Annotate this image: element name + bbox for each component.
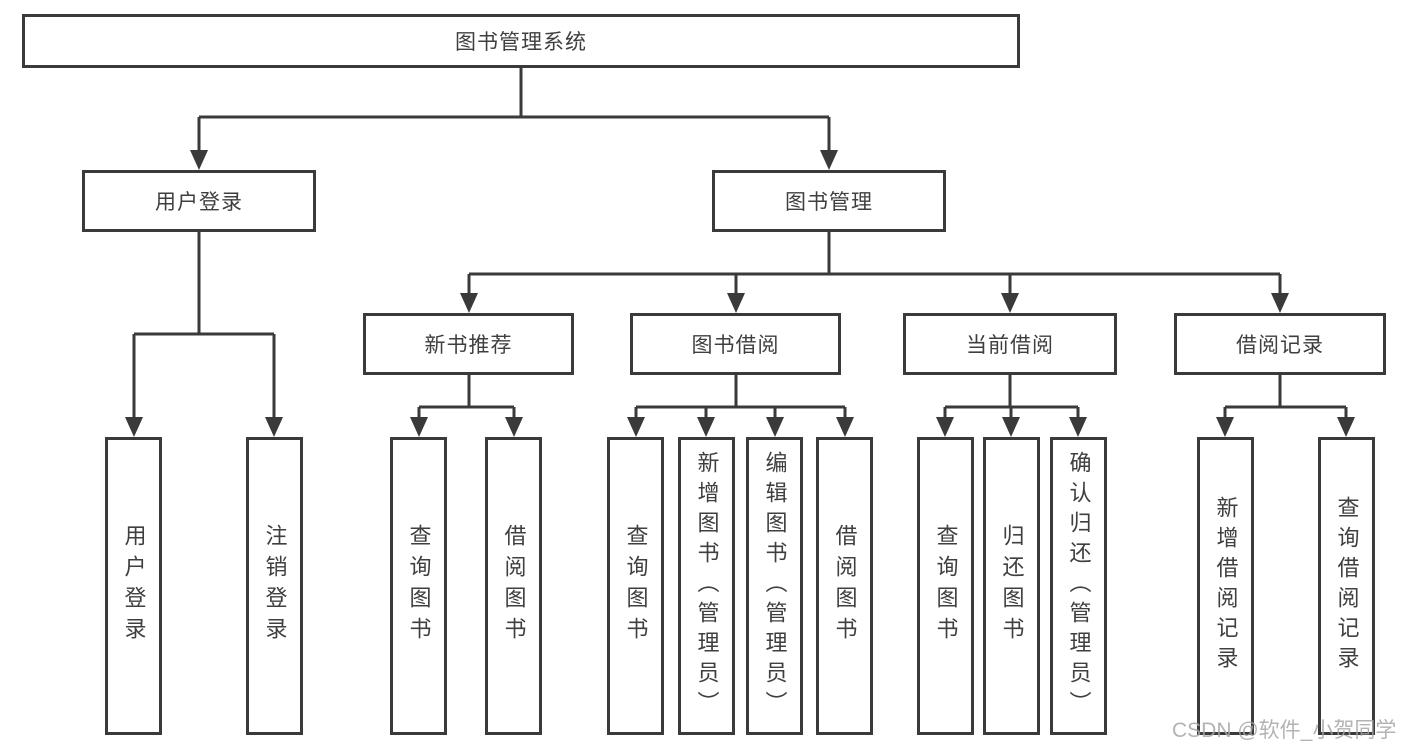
leaf-label: 归还图书 [999, 524, 1025, 648]
node-label: 新书推荐 [424, 334, 513, 357]
leaf-label: 确认归还（管理员） [1066, 451, 1092, 721]
leaf-label: 用户登录 [121, 524, 147, 648]
connector-bookborrow-group [634, 375, 847, 420]
leaf-return-books: 归还图书 [983, 437, 1040, 735]
leaf-add-book-admin: 新增图书（管理员） [678, 437, 735, 735]
leaf-query-books: 查询图书 [917, 437, 974, 735]
leaf-label: 查询图书 [406, 524, 432, 648]
leaf-edit-book-admin: 编辑图书（管理员） [746, 437, 803, 735]
leaf-query-books: 查询图书 [390, 437, 447, 735]
leaf-label: 查询借阅记录 [1334, 496, 1360, 676]
connector-userlogin-group [132, 232, 276, 420]
leaf-label: 借阅图书 [832, 524, 858, 648]
connector-borrowrecord-group [1223, 375, 1348, 420]
leaf-label: 查询图书 [623, 524, 649, 648]
leaf-add-borrow-record: 新增借阅记录 [1197, 437, 1254, 735]
csdn-watermark: CSDN @软件_小贺同学 [1172, 719, 1397, 742]
leaf-label: 注销登录 [262, 524, 288, 648]
leaf-logout: 注销登录 [246, 437, 303, 735]
node-label: 图书管理系统 [455, 31, 587, 54]
node-library-management-system: 图书管理系统 [22, 14, 1020, 68]
connector-currentborrow-group [943, 375, 1080, 420]
leaf-query-books: 查询图书 [607, 437, 664, 735]
node-current-borrow: 当前借阅 [903, 313, 1117, 375]
connector-root-to-level2 [197, 68, 831, 152]
leaf-label: 新增图书（管理员） [694, 451, 720, 721]
leaf-query-borrow-record: 查询借阅记录 [1318, 437, 1375, 735]
leaf-label: 编辑图书（管理员） [762, 451, 788, 721]
connector-book-to-level3 [467, 232, 1282, 296]
connector-newbook-group [417, 375, 516, 420]
leaf-label: 借阅图书 [501, 524, 527, 648]
leaf-confirm-return-admin: 确认归还（管理员） [1050, 437, 1107, 735]
node-book-management: 图书管理 [712, 170, 946, 232]
node-label: 图书借阅 [691, 334, 780, 357]
node-book-borrow: 图书借阅 [630, 313, 841, 375]
node-new-book-recommend: 新书推荐 [363, 313, 574, 375]
leaf-user-login: 用户登录 [105, 437, 162, 735]
node-borrow-records: 借阅记录 [1174, 313, 1386, 375]
node-label: 借阅记录 [1236, 334, 1324, 357]
leaf-label: 新增借阅记录 [1213, 496, 1239, 676]
node-user-login: 用户登录 [82, 170, 316, 232]
node-label: 当前借阅 [966, 334, 1054, 357]
leaf-borrow-books: 借阅图书 [485, 437, 542, 735]
leaf-borrow-books: 借阅图书 [816, 437, 873, 735]
node-label: 图书管理 [785, 191, 873, 214]
node-label: 用户登录 [155, 191, 243, 214]
leaf-label: 查询图书 [933, 524, 959, 648]
